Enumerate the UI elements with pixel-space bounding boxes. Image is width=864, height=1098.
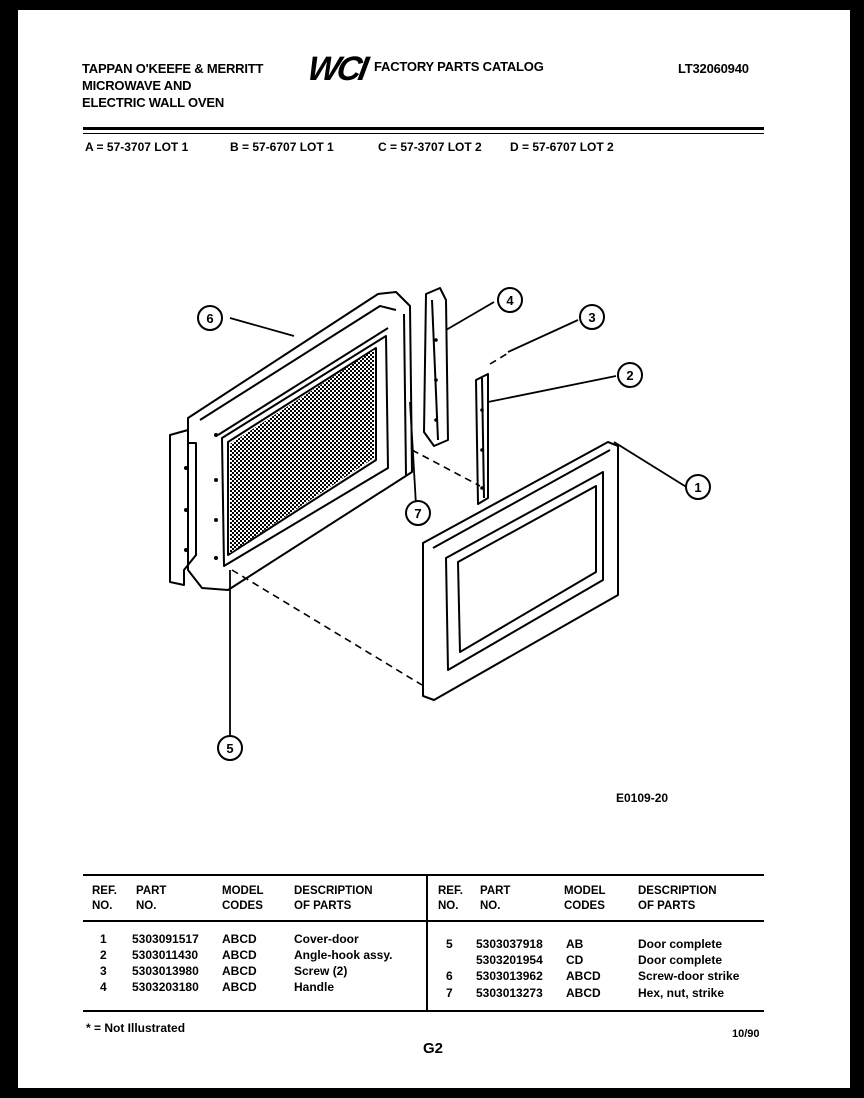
leader-7 [409,401,417,506]
callout-2-circle [617,362,643,388]
table-row-part: 5303013980 [132,964,199,978]
callout-7-circle [405,500,431,526]
callout-1-circle [685,474,711,500]
callout-6-circle [197,305,223,331]
catalog-title: FACTORY PARTS CATALOG [374,59,544,74]
table-row-codes: ABCD [222,948,257,962]
callout-3-circle [579,304,605,330]
table-row-ref: 7 [446,986,453,1000]
oven-window-mesh [230,350,374,553]
table-row-codes: ABCD [222,980,257,994]
table-row-codes: ABCD [566,969,601,983]
footnote: * = Not Illustrated [86,1021,186,1035]
mounting-bracket [169,429,197,586]
oven-front-frame [187,291,413,591]
company-name: TAPPAN O'KEEFE & MERRITT [82,61,264,76]
callout-5-circle [217,735,243,761]
table-row-part: 5303013273 [476,986,543,1000]
table-row-ref: 5 [446,937,453,951]
hdr-desc-left-2: OF PARTS [294,900,352,912]
table-divider [426,876,428,1010]
callout-2: 2 [626,368,633,383]
exploded-parts-diagram: 1 2 3 4 5 6 7 E0109-20 [169,287,711,805]
header-rule-thin [83,133,764,134]
table-row-part: 5303013962 [476,969,543,983]
hdr-model-left-2: CODES [222,900,263,912]
angle-hook [475,373,489,505]
lot-code-a: A = 57-3707 LOT 1 [85,140,189,154]
hdr-desc-right-1: DESCRIPTION [638,885,717,897]
leader-1 [613,441,689,489]
leader-6 [229,317,295,337]
hdr-desc-left-1: DESCRIPTION [294,885,373,897]
table-row-part: 5303037918 [476,937,543,951]
hdr-part-left-1: PART [136,885,167,897]
lot-code-c: C = 57-3707 LOT 2 [378,140,482,154]
table-row-ref: 4 [100,980,107,994]
table-row-codes: ABCD [222,932,257,946]
leader-4 [445,301,495,331]
hdr-model-right-1: MODEL [564,885,606,897]
callout-3: 3 [588,310,595,325]
callout-4: 4 [506,293,514,308]
table-row-desc: Angle-hook assy. [294,948,393,962]
table-rule-top [83,874,764,876]
table-row-codes: ABCD [222,964,257,978]
product-line-2: ELECTRIC WALL OVEN [82,95,225,110]
hdr-model-right-2: CODES [564,900,605,912]
table-row-ref: 6 [446,969,453,983]
table-row-codes: CD [566,953,584,967]
hdr-ref-right-1: REF. [438,885,463,897]
callout-4-circle [497,287,523,313]
hdr-part-right-1: PART [480,885,511,897]
lot-code-b: B = 57-6707 LOT 1 [230,140,334,154]
oven-window [227,347,377,556]
hdr-model-left-1: MODEL [222,885,264,897]
table-row-codes: AB [566,937,584,951]
hdr-desc-right-2: OF PARTS [638,900,696,912]
table-row-desc: Hex, nut, strike [638,986,725,1000]
hdr-part-left-2: NO. [136,900,157,912]
hdr-ref-left-2: NO. [92,900,113,912]
table-row-desc: Door complete [638,937,723,951]
callout-5: 5 [226,741,233,756]
table-row-desc: Screw (2) [294,964,348,978]
page-number: G2 [423,1040,444,1057]
hinge-strip [423,287,449,447]
table-row-part: 5303091517 [132,932,199,946]
callout-1: 1 [694,480,701,495]
leader-3 [507,319,579,353]
hdr-ref-left-1: REF. [92,885,117,897]
product-line-1: MICROWAVE AND [82,78,192,93]
table-row-ref: 3 [100,964,107,978]
leader-2 [487,375,617,403]
table-row-desc: Handle [294,980,335,994]
callout-6: 6 [206,311,213,326]
hdr-part-right-2: NO. [480,900,501,912]
table-row-part: 5303201954 [476,953,543,967]
table-row-desc: Screw-door strike [638,969,740,983]
revision-date: 10/90 [732,1028,760,1040]
header-rule-thick [83,127,764,130]
lot-code-d: D = 57-6707 LOT 2 [510,140,614,154]
table-row-codes: ABCD [566,986,601,1000]
table-row-part: 5303203180 [132,980,199,994]
table-row-desc: Door complete [638,953,723,967]
catalog-number: LT32060940 [678,61,749,76]
door-glass [445,471,604,671]
table-row-ref: 2 [100,948,107,962]
table-row-part: 5303011430 [132,948,199,962]
table-rule-mid [83,920,764,922]
table-row-desc: Cover-door [294,932,359,946]
catalog-page: TAPPAN O'KEEFE & MERRITT MICROWAVE AND E… [18,10,850,1088]
figure-code: E0109-20 [616,791,668,805]
table-row-ref: 1 [100,932,107,946]
callout-7: 7 [414,506,421,521]
hdr-ref-right-2: NO. [438,900,459,912]
table-rule-bottom [83,1010,764,1012]
